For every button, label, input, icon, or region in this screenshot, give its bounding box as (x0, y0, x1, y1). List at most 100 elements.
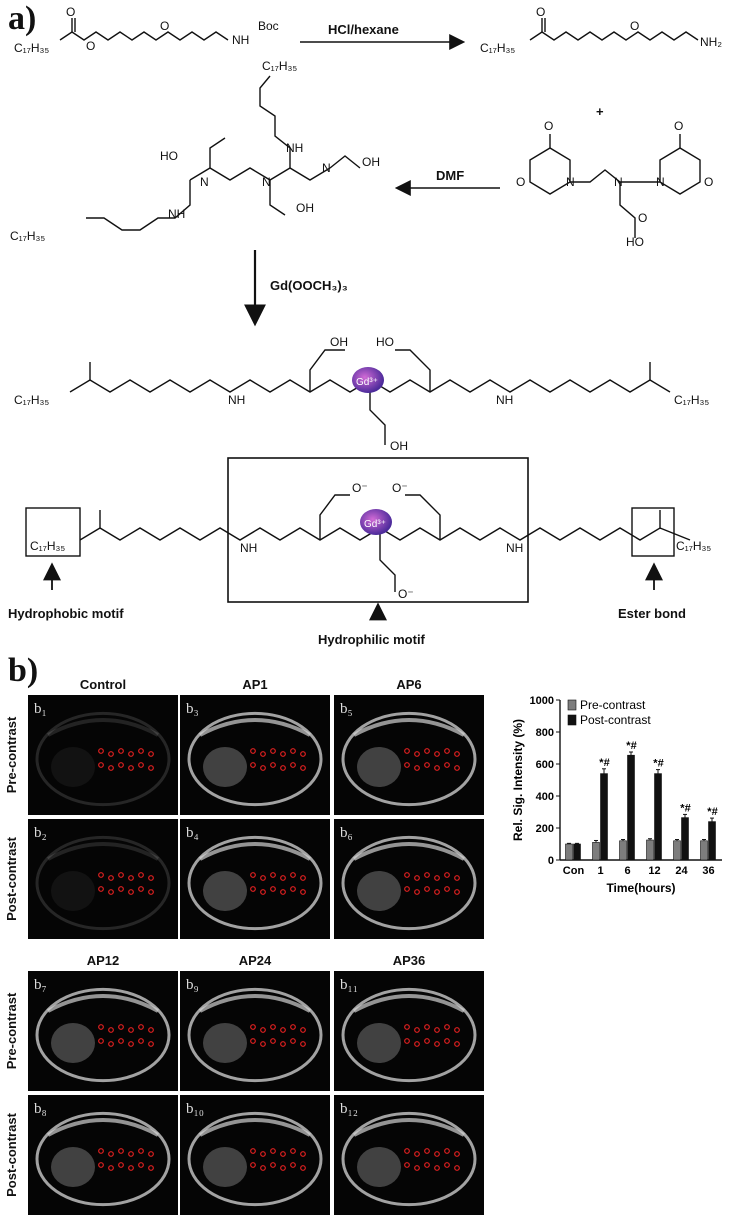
svg-text:N: N (614, 175, 623, 189)
row-label: Post-contrast (4, 1112, 19, 1196)
svg-text:HO: HO (376, 335, 394, 349)
svg-text:NH: NH (240, 541, 257, 555)
bar-post-contrast (654, 773, 662, 861)
significance-mark: *# (599, 757, 609, 769)
subpanel-label: b₄ (186, 825, 199, 841)
x-tick-label: 24 (675, 865, 688, 877)
motif-structure (79, 494, 691, 592)
y-tick-label: 200 (536, 823, 554, 835)
y-tick-label: 600 (536, 759, 554, 771)
subpanel-label: b₅ (340, 701, 353, 717)
row-label: Post-contrast (4, 836, 19, 920)
svg-text:N: N (656, 175, 665, 189)
mri-scan-image (334, 971, 484, 1091)
svg-text:NH: NH (496, 393, 513, 407)
mri-scan-image (334, 819, 484, 939)
hydrophilic-motif-box (227, 457, 529, 603)
column-header: AP36 (393, 953, 426, 968)
panel-b-label: b) (8, 652, 39, 689)
subpanel-label: b₉ (186, 977, 199, 993)
ester-o: O (86, 39, 95, 53)
bar-post-contrast (708, 821, 716, 861)
svg-text:NH: NH (168, 207, 185, 221)
x-tick-label: 6 (624, 865, 630, 877)
svg-text:NH: NH (228, 393, 245, 407)
svg-text:N: N (566, 175, 575, 189)
legend-label: Post-contrast (580, 713, 651, 727)
mri-scan-image (334, 695, 484, 815)
bar-post-contrast (627, 754, 635, 861)
y-tick-label: 800 (536, 727, 554, 739)
reagent-dmf: DMF (436, 168, 464, 183)
subpanel-label: b₁₀ (186, 1101, 204, 1117)
synthesis-scheme: C₁₇H₃₅ O O O NH Boc HCl/hexane C₁₇H₃₅ O … (8, 5, 722, 647)
mri-scan-image (180, 819, 330, 939)
carbonyl-o: O (66, 5, 75, 19)
svg-text:C₁₇H₃₅: C₁₇H₃₅ (10, 229, 45, 243)
mri-scan-image (28, 971, 178, 1091)
svg-text:HO: HO (626, 235, 644, 249)
ester-bond-box (631, 507, 675, 557)
svg-text:Gd³⁺: Gd³⁺ (364, 519, 386, 530)
gd-complex (69, 349, 671, 445)
column-header: AP12 (87, 953, 120, 968)
bar-pre-contrast (592, 842, 600, 861)
svg-text:C₁₇H₃₅: C₁₇H₃₅ (30, 539, 65, 553)
bar-pre-contrast (673, 840, 681, 861)
bisamide-ligand (86, 75, 361, 231)
bar-pre-contrast (619, 840, 627, 861)
x-tick-label: Con (563, 865, 585, 877)
reagent-gd-acetate: Gd(OOCH₃)₃ (270, 278, 348, 293)
significance-mark: *# (626, 740, 636, 752)
y-tick-label: 400 (536, 791, 554, 803)
hydrophilic-motif-label: Hydrophilic motif (318, 632, 426, 647)
boc-label: Boc (258, 19, 279, 33)
svg-text:O⁻: O⁻ (392, 481, 408, 495)
hydrophobic-motif-label: Hydrophobic motif (8, 606, 124, 621)
signal-intensity-chart: 02004006008001000Con*#1*#6*#12*#24*#36Ti… (511, 695, 722, 895)
bar-post-contrast (573, 843, 581, 861)
svg-text:HO: HO (160, 149, 178, 163)
row-label: Pre-contrast (4, 992, 19, 1069)
subpanel-label: b₃ (186, 701, 199, 717)
carbonyl-o-2: O (536, 5, 545, 19)
subpanel-label: b₇ (34, 977, 47, 993)
bar-post-contrast (681, 817, 689, 861)
amine-product (529, 18, 699, 41)
significance-mark: *# (680, 802, 690, 814)
nh-label: NH (232, 33, 249, 47)
subpanel-label: b₆ (340, 825, 353, 841)
hydrophobic-motif-box (25, 507, 81, 557)
svg-text:O: O (544, 119, 553, 133)
y-tick-label: 1000 (530, 695, 554, 707)
svg-text:OH: OH (390, 439, 408, 453)
column-header: Control (80, 677, 126, 692)
plus-sign: + (596, 104, 604, 119)
reagent-hcl-hexane: HCl/hexane (328, 22, 399, 37)
mri-scan-image (180, 971, 330, 1091)
svg-text:O: O (638, 211, 647, 225)
panel-a-label: a) (8, 0, 37, 37)
x-tick-label: 12 (648, 865, 660, 877)
subpanel-label: b₈ (34, 1101, 47, 1117)
svg-text:O⁻: O⁻ (398, 587, 414, 601)
ether-o-2: O (630, 19, 639, 33)
mri-scan-image (180, 1095, 330, 1215)
svg-text:C₁₇H₃₅: C₁₇H₃₅ (14, 393, 49, 407)
svg-text:N: N (262, 175, 271, 189)
svg-text:O: O (516, 175, 525, 189)
tail-formula-2: C₁₇H₃₅ (480, 41, 515, 55)
bar-pre-contrast (646, 839, 654, 861)
svg-text:OH: OH (330, 335, 348, 349)
svg-text:O⁻: O⁻ (352, 481, 368, 495)
boc-ester-reactant (59, 18, 229, 41)
column-header: AP1 (242, 677, 267, 692)
y-tick-label: 0 (548, 855, 554, 867)
y-axis-label: Rel. Sig. Intensity (%) (511, 719, 525, 841)
mri-scan-image (28, 819, 178, 939)
svg-text:C₁₇H₃₅: C₁₇H₃₅ (674, 393, 709, 407)
significance-mark: *# (707, 806, 717, 818)
svg-text:O: O (704, 175, 713, 189)
subpanel-label: b₁₁ (340, 977, 358, 993)
row-label: Pre-contrast (4, 716, 19, 793)
